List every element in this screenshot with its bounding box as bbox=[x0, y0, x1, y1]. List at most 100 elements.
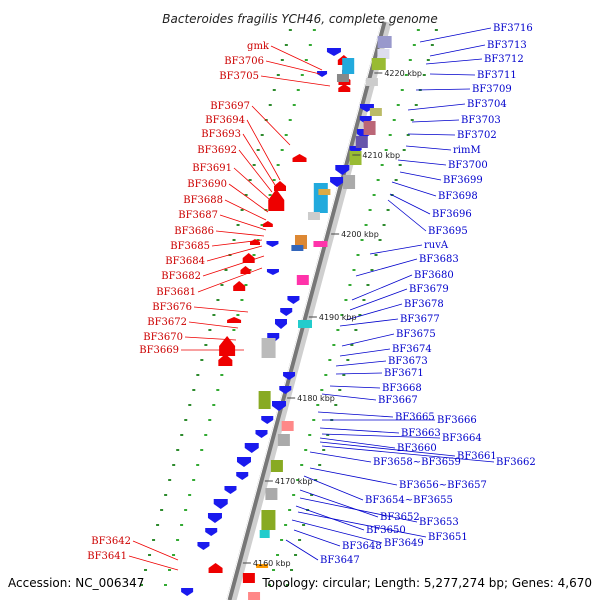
gene-label-left: BF3672 bbox=[147, 317, 187, 328]
guide-dot bbox=[256, 239, 260, 241]
leader-line-right bbox=[389, 193, 431, 215]
guide-dot bbox=[398, 164, 402, 166]
leader-line-right bbox=[419, 27, 492, 43]
leader-line-right bbox=[319, 441, 456, 457]
guide-dot bbox=[422, 74, 426, 76]
guide-dot bbox=[352, 269, 356, 271]
gene-arrow bbox=[317, 71, 328, 77]
gene-arrow bbox=[240, 266, 251, 274]
guide-dot bbox=[172, 464, 176, 466]
gene-label-left: BF3682 bbox=[161, 271, 201, 282]
guide-dot bbox=[400, 89, 404, 91]
guide-dot bbox=[300, 464, 304, 466]
leader-line-right bbox=[299, 497, 418, 523]
right-labels: BF3716BF3713BF3712BF3711BF3709BF3704BF37… bbox=[320, 23, 536, 566]
gene-label-right: BF3680 bbox=[414, 270, 454, 281]
guide-dot bbox=[318, 464, 322, 466]
gene-label-right: BF3667 bbox=[378, 395, 418, 406]
guide-dot bbox=[426, 59, 430, 61]
gene-block bbox=[298, 320, 313, 328]
gene-label-right: BF3664 bbox=[442, 433, 482, 444]
gene-label-right: BF3703 bbox=[461, 115, 501, 126]
gene-block bbox=[291, 245, 304, 251]
gene-block bbox=[318, 189, 331, 195]
summary-text: Topology: circular; Length: 5,277,274 bp… bbox=[261, 576, 592, 590]
leader-line-right bbox=[411, 119, 460, 123]
guide-dot bbox=[188, 404, 192, 406]
guide-dot bbox=[380, 164, 384, 166]
guide-dot bbox=[376, 179, 380, 181]
leader-lines bbox=[128, 27, 495, 571]
guide-dot bbox=[164, 584, 168, 586]
leader-line-left bbox=[219, 214, 267, 231]
gene-label-right: BF3704 bbox=[467, 99, 507, 110]
leader-line-left bbox=[211, 239, 263, 247]
guide-dot bbox=[296, 89, 300, 91]
gene-arrow bbox=[280, 308, 293, 316]
guide-dot bbox=[260, 224, 264, 226]
guide-dot bbox=[172, 554, 176, 556]
leader-line-right bbox=[397, 159, 447, 166]
guide-dot bbox=[192, 479, 196, 481]
guide-dot bbox=[196, 464, 200, 466]
guide-dot bbox=[342, 374, 346, 376]
gene-block bbox=[363, 121, 376, 135]
leader-line-right bbox=[387, 199, 427, 232]
gene-label-right: BF3699 bbox=[443, 175, 483, 186]
gene-block bbox=[265, 488, 278, 500]
guide-dot bbox=[338, 389, 342, 391]
kbp-label: 4170 kbp bbox=[275, 477, 313, 486]
gene-block bbox=[336, 74, 349, 82]
gene-block bbox=[355, 136, 368, 148]
gene-block bbox=[270, 460, 283, 472]
leader-line-right bbox=[329, 385, 381, 389]
gene-block bbox=[307, 212, 320, 220]
guide-dot bbox=[336, 329, 340, 331]
guide-dot bbox=[280, 149, 284, 151]
guide-dot bbox=[208, 419, 212, 421]
gene-block bbox=[365, 78, 378, 86]
gene-arrow bbox=[218, 354, 233, 366]
kbp-label: 4160 kbp bbox=[253, 559, 291, 568]
leader-line-left bbox=[265, 60, 321, 75]
guide-dot bbox=[314, 479, 318, 481]
guide-dot bbox=[252, 254, 256, 256]
leader-line-left bbox=[242, 133, 276, 186]
guide-dot bbox=[374, 254, 378, 256]
gene-label-left: BF3706 bbox=[224, 56, 264, 67]
gene-label-right: BF3654~BF3655 bbox=[365, 495, 453, 506]
gene-block bbox=[277, 434, 290, 446]
leader-line-right bbox=[293, 529, 341, 547]
gene-block bbox=[377, 49, 390, 59]
guide-dot bbox=[276, 164, 280, 166]
gene-label-right: BF3696 bbox=[432, 209, 472, 220]
gene-label-left: BF3642 bbox=[91, 536, 131, 547]
gene-arrow bbox=[261, 416, 274, 424]
guide-dot bbox=[298, 539, 302, 541]
gene-block bbox=[313, 241, 328, 247]
leader-line-right bbox=[405, 145, 452, 151]
leader-line-left bbox=[188, 321, 239, 329]
gene-arrow bbox=[283, 372, 296, 380]
leader-line-right bbox=[335, 372, 383, 375]
guide-dot bbox=[346, 359, 350, 361]
leader-line-right bbox=[425, 58, 483, 65]
guide-dot bbox=[220, 284, 224, 286]
leader-line-right bbox=[429, 44, 486, 57]
guide-dot bbox=[148, 554, 152, 556]
gene-label-right: BF3709 bbox=[472, 84, 512, 95]
leader-line-right bbox=[429, 73, 476, 76]
guide-dot bbox=[184, 419, 188, 421]
leader-line-right bbox=[319, 437, 396, 449]
gene-label-right: BF3716 bbox=[493, 23, 533, 34]
guide-dot bbox=[410, 119, 414, 121]
gene-label-left: BF3676 bbox=[152, 302, 192, 313]
guide-dot bbox=[156, 524, 160, 526]
gene-label-left: BF3691 bbox=[192, 163, 232, 174]
guide-dot bbox=[144, 569, 148, 571]
guide-dot bbox=[208, 329, 212, 331]
leader-line-right bbox=[317, 411, 394, 418]
gene-block bbox=[248, 592, 261, 600]
leader-line-left bbox=[197, 267, 263, 293]
